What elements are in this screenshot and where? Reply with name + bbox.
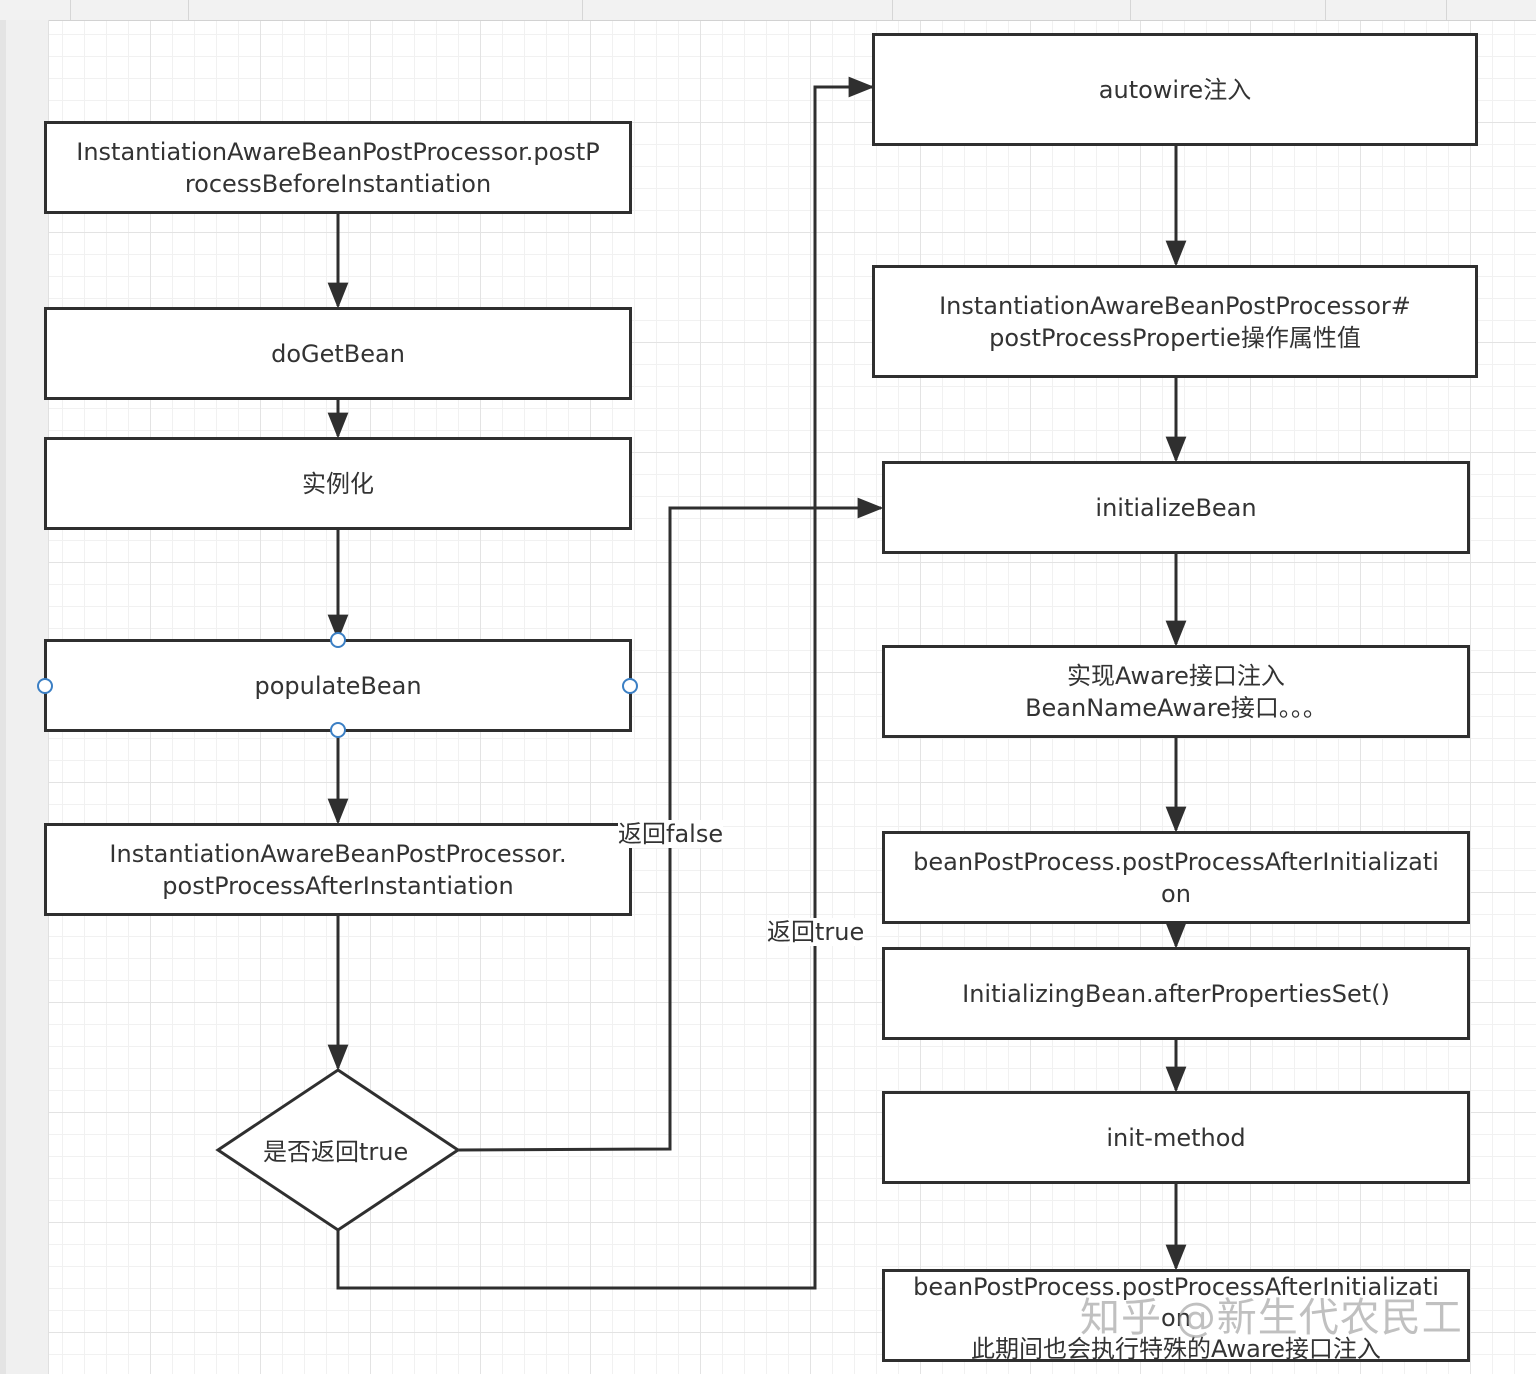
node-aware-inject[interactable]: 实现Aware接口注入 BeanNameAware接口。。。 — [882, 645, 1470, 738]
node-after-instantiation[interactable]: InstantiationAwareBeanPostProcessor. pos… — [44, 823, 632, 916]
node-after-initialization-1[interactable]: beanPostProcess.postProcessAfterInitiali… — [882, 831, 1470, 924]
left-ruler-edge — [0, 20, 6, 1374]
node-init-method[interactable]: init-method — [882, 1091, 1470, 1184]
node-after-properties-set[interactable]: InitializingBean.afterPropertiesSet() — [882, 947, 1470, 1040]
toolbar-divider — [188, 0, 189, 20]
edge-label-false: 返回false — [618, 820, 724, 848]
node-instantiate[interactable]: 实例化 — [44, 437, 632, 530]
toolbar-divider — [70, 0, 71, 20]
selection-handle-bottom[interactable] — [330, 722, 346, 738]
edge-decision-true-to-autowire — [336, 76, 875, 1290]
edge-label-true: 返回true — [767, 918, 865, 946]
node-do-get-bean[interactable]: doGetBean — [44, 307, 632, 400]
toolbar-divider — [892, 0, 893, 20]
top-toolbar — [0, 0, 1536, 21]
selection-handle-top[interactable] — [330, 632, 346, 648]
toolbar-divider — [1130, 0, 1131, 20]
decision-label: 是否返回true — [263, 1138, 409, 1166]
decision-diamond[interactable] — [215, 1068, 461, 1232]
node-after-initialization-2[interactable]: beanPostProcess.postProcessAfterInitiali… — [882, 1269, 1470, 1362]
toolbar-divider — [582, 0, 583, 20]
left-ruler — [0, 20, 49, 1374]
node-initialize-bean[interactable]: initializeBean — [882, 461, 1470, 554]
selection-handle-left[interactable] — [37, 678, 53, 694]
node-before-instantiation[interactable]: InstantiationAwareBeanPostProcessor.post… — [44, 121, 632, 214]
node-post-process-properties[interactable]: InstantiationAwareBeanPostProcessor# pos… — [872, 265, 1478, 378]
toolbar-divider — [1446, 0, 1447, 20]
node-autowire[interactable]: autowire注入 — [872, 33, 1478, 146]
selection-handle-right[interactable] — [622, 678, 638, 694]
toolbar-divider — [1325, 0, 1326, 20]
watermark: 知乎 @新生代农民工 — [1080, 1295, 1463, 1341]
